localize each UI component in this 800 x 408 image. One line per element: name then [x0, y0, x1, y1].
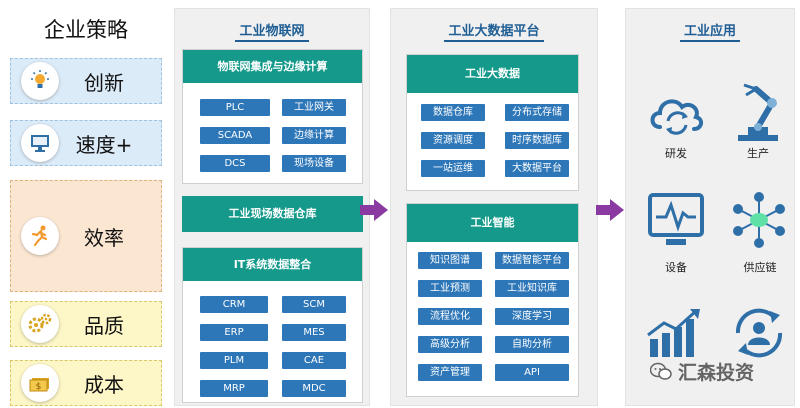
strategy-label: 速度+ — [75, 132, 133, 157]
industrial-ai-title: 工业智能 — [407, 204, 578, 242]
chip-process-optimization: 流程优化 — [418, 308, 482, 325]
monitor-icon — [21, 124, 59, 162]
svg-text:$: $ — [36, 382, 42, 392]
watermark: 汇森投资 — [650, 358, 754, 385]
chip-cae: CAE — [282, 352, 346, 369]
chip-data-intelligence: 数据智能平台 — [495, 252, 569, 269]
app-label: 研发 — [665, 147, 687, 160]
chip-erp: ERP — [200, 324, 268, 341]
network-nodes-icon — [733, 192, 785, 248]
watermark-text: 汇森投资 — [678, 362, 755, 384]
chip-scada: SCADA — [200, 127, 270, 144]
chip-crm: CRM — [200, 296, 268, 313]
cloud-sync-icon — [650, 99, 703, 135]
edge-computing-box: 物联网集成与边缘计算 PLC 工业网关 SCADA 边缘计算 DCS 现场设备 — [182, 49, 363, 184]
chip-deep-learning: 深度学习 — [495, 308, 569, 325]
chip-dcs: DCS — [200, 155, 270, 172]
chip-industrial-knowledge: 工业知识库 — [495, 280, 569, 297]
bigdata-panel: 工业大数据平台 工业大数据 数据仓库 分布式存储 资源调度 时序数据库 一站运维… — [390, 8, 598, 406]
chip-plm: PLM — [200, 352, 268, 369]
strategy-item-speed: 速度+ — [10, 120, 162, 166]
chip-knowledge-graph: 知识图谱 — [418, 252, 482, 269]
chip-bigdata-platform: 大数据平台 — [505, 160, 569, 177]
chip-asset-management: 资产管理 — [418, 364, 482, 381]
iot-panel: 工业物联网 物联网集成与边缘计算 PLC 工业网关 SCADA 边缘计算 DCS… — [174, 8, 370, 406]
chip-resource-scheduling: 资源调度 — [421, 132, 485, 149]
strategy-item-quality: 品质 — [10, 301, 162, 347]
robot-arm-icon — [738, 83, 778, 141]
app-label: 供应链 — [743, 261, 777, 274]
gears-icon — [21, 305, 59, 343]
app-label: 生产 — [747, 147, 769, 160]
chip-mrp: MRP — [200, 380, 268, 397]
chip-field-device: 现场设备 — [282, 155, 346, 172]
iot-panel-title: 工业物联网 — [235, 24, 309, 42]
wechat-icon — [650, 362, 672, 380]
edge-computing-title: 物联网集成与边缘计算 — [183, 50, 362, 83]
it-integration-title: IT系统数据整合 — [183, 248, 362, 281]
strategy-label: 品质 — [84, 313, 124, 338]
it-integration-box: IT系统数据整合 CRM SCM ERP MES PLM CAE MRP MDC — [182, 247, 363, 403]
chip-timeseries-db: 时序数据库 — [505, 132, 569, 149]
growth-chart-icon — [647, 309, 700, 357]
device-monitor-icon — [648, 193, 704, 245]
bigdata-box-title: 工业大数据 — [407, 55, 578, 93]
chip-advanced-analytics: 高级分析 — [418, 336, 482, 353]
chip-industrial-forecast: 工业预测 — [418, 280, 482, 297]
strategy-label: 创新 — [84, 70, 124, 95]
strategy-item-innovation: 创新 — [10, 58, 162, 104]
field-data-warehouse: 工业现场数据仓库 — [182, 196, 363, 232]
arrow-right-icon — [360, 199, 388, 221]
apps-panel: 工业应用 研发 生产 设备 供应链 — [625, 8, 795, 406]
chip-mdc: MDC — [282, 380, 346, 397]
chip-data-warehouse: 数据仓库 — [421, 104, 485, 121]
bigdata-box: 工业大数据 数据仓库 分布式存储 资源调度 时序数据库 一站运维 大数据平台 — [406, 54, 579, 191]
lightbulb-icon — [21, 62, 59, 100]
chip-one-stop-ops: 一站运维 — [421, 160, 485, 177]
bigdata-panel-title: 工业大数据平台 — [444, 24, 544, 42]
user-cycle-icon — [735, 308, 783, 358]
strategy-label: 成本 — [84, 372, 124, 397]
chip-plc: PLC — [200, 99, 270, 116]
strategy-title: 企业策略 — [44, 18, 128, 42]
industrial-ai-box: 工业智能 知识图谱 数据智能平台 工业预测 工业知识库 流程优化 深度学习 高级… — [406, 203, 579, 397]
chip-scm: SCM — [282, 296, 346, 313]
apps-panel-title: 工业应用 — [679, 24, 740, 42]
app-label: 设备 — [665, 261, 687, 274]
chip-self-service-analytics: 自助分析 — [495, 336, 569, 353]
chip-mes: MES — [282, 324, 346, 341]
strategy-item-cost: $ 成本 — [10, 360, 162, 406]
runner-icon — [21, 217, 59, 255]
strategy-item-efficiency: 效率 — [10, 180, 162, 292]
chip-distributed-storage: 分布式存储 — [505, 104, 569, 121]
arrow-right-icon — [596, 199, 624, 221]
money-icon: $ — [21, 364, 59, 402]
chip-industrial-gateway: 工业网关 — [282, 99, 346, 116]
strategy-label: 效率 — [84, 225, 124, 250]
chip-api: API — [495, 364, 569, 381]
chip-edge-computing: 边缘计算 — [282, 127, 346, 144]
